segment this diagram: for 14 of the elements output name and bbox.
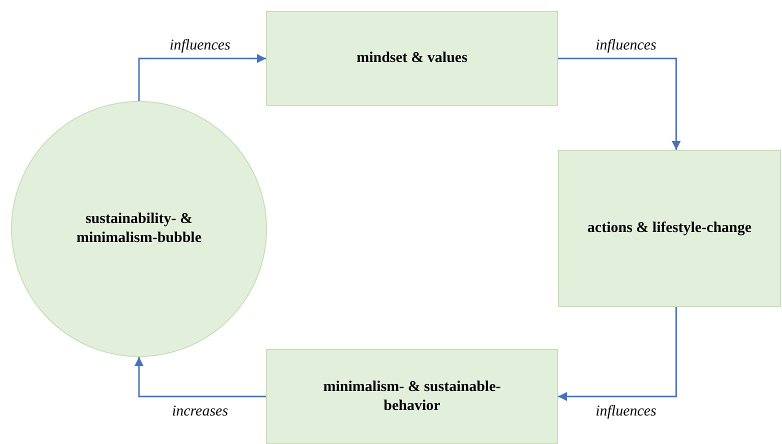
edge-label: influences [168,38,232,54]
node-label: mindset & values [356,49,468,68]
process-box [558,150,781,307]
process-box [266,11,558,106]
edge-label: influences [594,404,658,420]
node-label: sustainability- & minimalism-bubble [75,210,203,248]
process-box [266,349,558,444]
arrow [558,307,677,401]
arrow [138,54,266,101]
arrow [558,58,681,150]
node-label: actions & lifestyle-change [587,219,752,238]
node-label: minimalism- & sustainable-behavior [322,378,502,416]
edge-label: influences [594,38,658,54]
arrow [134,357,266,398]
